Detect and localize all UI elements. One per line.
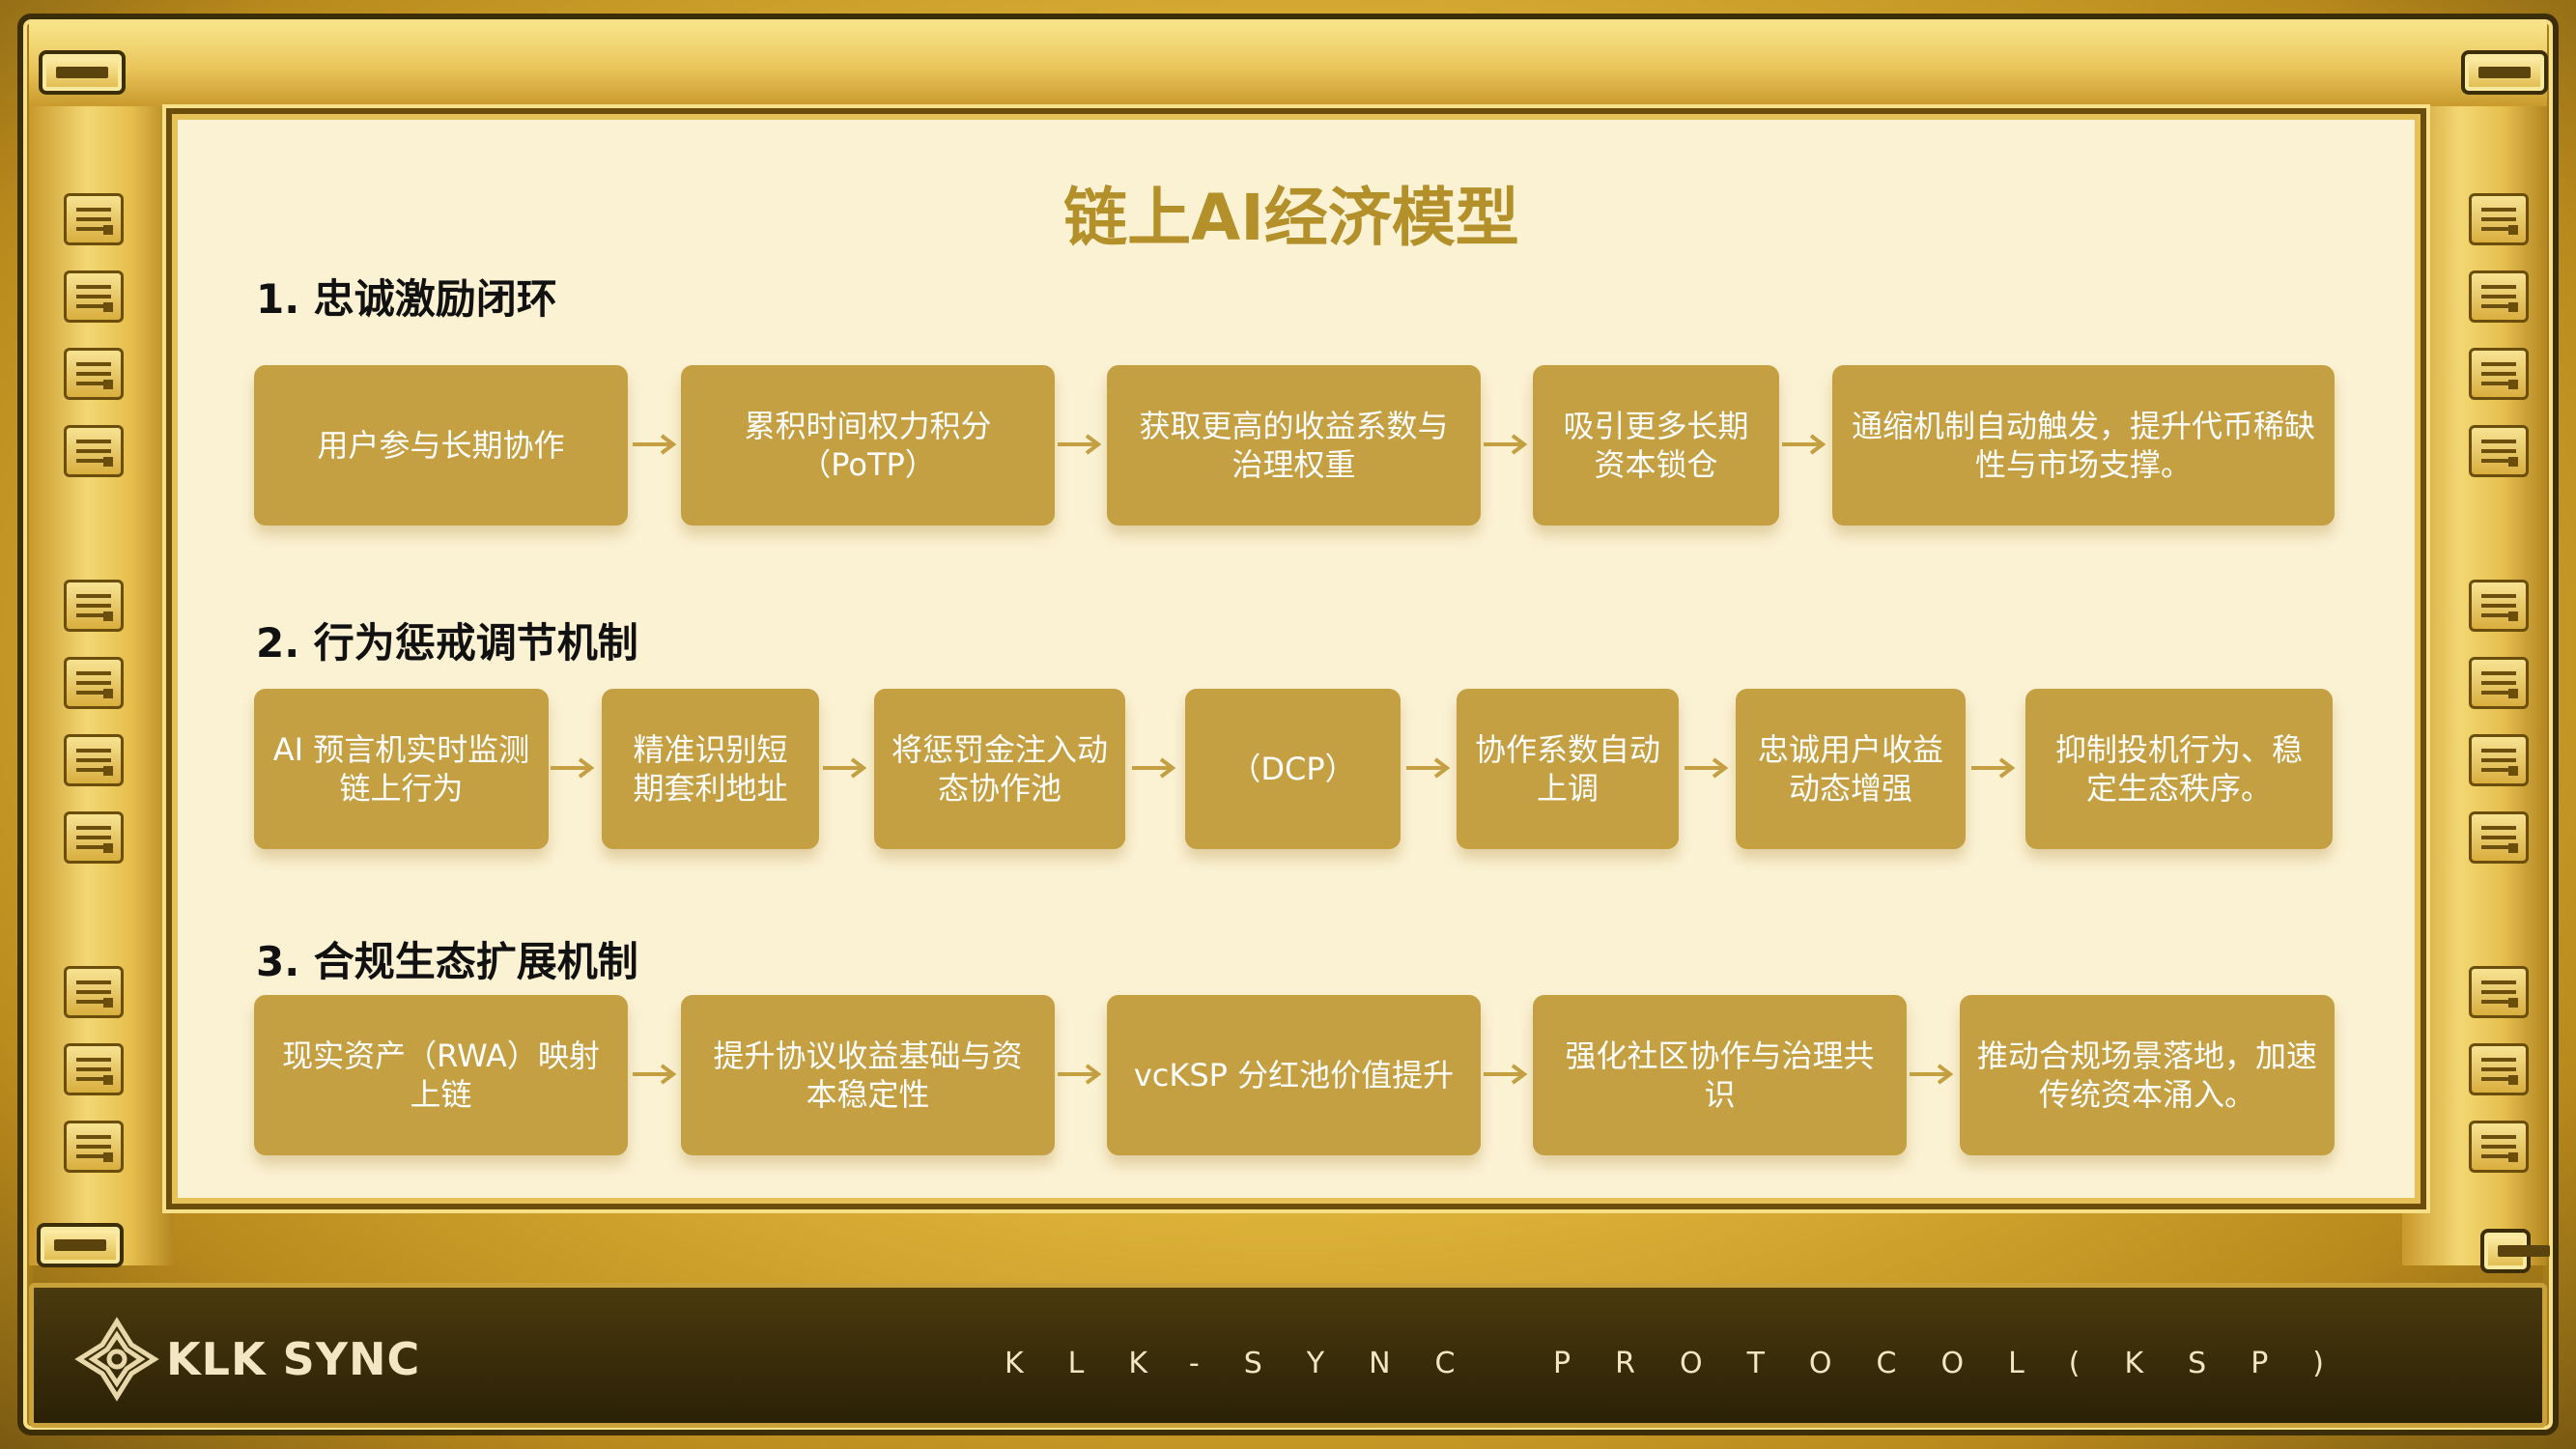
flow-step: 获取更高的收益系数与治理权重 [1107, 365, 1481, 526]
arrow-right-icon [1683, 756, 1733, 780]
arrow-right-icon [1482, 1063, 1532, 1086]
section-heading-compliance: 3. 合规生态扩展机制 [256, 929, 638, 988]
circuit-chip-icon [64, 270, 124, 323]
bottom-left-badge-icon [37, 1223, 124, 1267]
arrow-right-icon [1130, 756, 1180, 780]
circuit-chip-icon [64, 811, 124, 864]
circuit-chip-icon [2469, 580, 2529, 632]
circuit-chip-icon [2469, 734, 2529, 786]
flow-step: vcKSP 分红池价值提升 [1107, 995, 1481, 1155]
flow-step: 精准识别短期套利地址 [602, 689, 819, 849]
arrow-right-icon [1056, 433, 1106, 456]
circuit-chip-icon [64, 1043, 124, 1095]
circuit-chip-icon [64, 580, 124, 632]
flow-step: 强化社区协作与治理共识 [1533, 995, 1907, 1155]
arrow-right-icon [549, 756, 599, 780]
arrow-right-icon [1056, 1063, 1106, 1086]
flow-step: 提升协议收益基础与资本稳定性 [681, 995, 1055, 1155]
circuit-chip-icon [2469, 193, 2529, 245]
circuit-chip-icon [64, 193, 124, 245]
arrow-right-icon [631, 433, 681, 456]
arrow-right-icon [1969, 756, 2020, 780]
top-left-badge-icon [39, 50, 126, 95]
circuit-chip-icon [2469, 425, 2529, 477]
section-heading-loyalty: 1. 忠诚激励闭环 [256, 267, 557, 326]
brand-logo-icon [73, 1316, 160, 1403]
circuit-chip-icon [2469, 348, 2529, 400]
top-rail [29, 23, 2547, 110]
flow-step: 通缩机制自动触发，提升代币稀缺性与市场支撑。 [1832, 365, 2335, 526]
circuit-chip-icon [64, 348, 124, 400]
flow-step: AI 预言机实时监测链上行为 [254, 689, 549, 849]
circuit-chip-icon [2469, 1121, 2529, 1173]
circuit-chip-icon [2469, 270, 2529, 323]
flow-step: 推动合规场景落地，加速传统资本涌入。 [1960, 995, 2335, 1155]
page-title: 链上AI经济模型 [166, 166, 2417, 259]
arrow-right-icon [1482, 433, 1532, 456]
flow-step: 吸引更多长期资本锁仓 [1533, 365, 1779, 526]
arrow-right-icon [1780, 433, 1830, 456]
top-right-badge-icon [2461, 50, 2548, 95]
flow-step: 忠诚用户收益动态增强 [1736, 689, 1966, 849]
flow-step: 将惩罚金注入动态协作池 [874, 689, 1125, 849]
circuit-chip-icon [64, 1121, 124, 1173]
flow-step: 用户参与长期协作 [254, 365, 628, 526]
flow-step: 协作系数自动上调 [1457, 689, 1679, 849]
circuit-chip-icon [64, 425, 124, 477]
bottom-right-badge-icon [2480, 1229, 2531, 1273]
brand-name: KLK SYNC [166, 1333, 420, 1385]
circuit-chip-icon [2469, 811, 2529, 864]
circuit-chip-icon [64, 657, 124, 709]
arrow-right-icon [631, 1063, 681, 1086]
arrow-right-icon [821, 756, 871, 780]
arrow-right-icon [1404, 756, 1455, 780]
circuit-chip-icon [2469, 657, 2529, 709]
flow-step: 抑制投机行为、稳定生态秩序。 [2025, 689, 2333, 849]
circuit-chip-icon [2469, 1043, 2529, 1095]
flow-step: （DCP） [1185, 689, 1401, 849]
flow-step: 现实资产（RWA）映射上链 [254, 995, 628, 1155]
protocol-label: KLK-SYNC PROTOCOL(KSP) [1005, 1347, 2368, 1380]
arrow-right-icon [1908, 1063, 1958, 1086]
circuit-chip-icon [64, 966, 124, 1018]
section-heading-penalty: 2. 行为惩戒调节机制 [256, 611, 638, 669]
flow-step: 累积时间权力积分（PoTP） [681, 365, 1055, 526]
circuit-chip-icon [64, 734, 124, 786]
circuit-chip-icon [2469, 966, 2529, 1018]
